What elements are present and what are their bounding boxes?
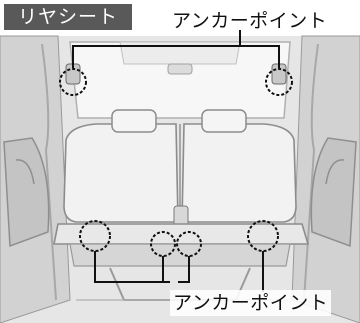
leader-lower-3 xyxy=(178,256,190,283)
center-buckle xyxy=(173,205,189,227)
left-door-grip xyxy=(15,159,35,185)
roof-panel xyxy=(119,41,241,65)
upper-anchor-right xyxy=(265,63,293,96)
leader-upper xyxy=(72,45,280,68)
right-pillar-trim xyxy=(303,43,319,301)
left-headrest xyxy=(111,109,157,133)
right-door-panel xyxy=(310,137,357,248)
anchor-marker-upper-right xyxy=(265,68,293,96)
right-door-grip xyxy=(325,159,345,185)
leader-lower-left xyxy=(94,251,170,283)
seat-cushion xyxy=(53,223,310,245)
anchor-marker-lower-4 xyxy=(247,220,279,252)
upper-anchor-left xyxy=(59,63,87,96)
left-door-panel xyxy=(3,137,50,248)
left-pillar-trim xyxy=(41,43,57,301)
anchor-marker-lower-1 xyxy=(79,220,111,252)
right-headrest xyxy=(201,109,247,133)
section-tag: リヤシート xyxy=(4,4,133,30)
lower-anchor-label: アンカーポイント xyxy=(170,290,332,316)
left-seat-back xyxy=(63,123,179,223)
right-seat-back xyxy=(181,123,297,223)
anchor-marker-lower-3 xyxy=(176,231,202,257)
anchor-marker-upper-left xyxy=(59,68,87,96)
rear-lamp xyxy=(167,63,193,75)
anchor-marker-lower-2 xyxy=(150,231,176,257)
upper-anchor-label: アンカーポイント xyxy=(172,10,328,32)
seat-base xyxy=(69,243,291,267)
